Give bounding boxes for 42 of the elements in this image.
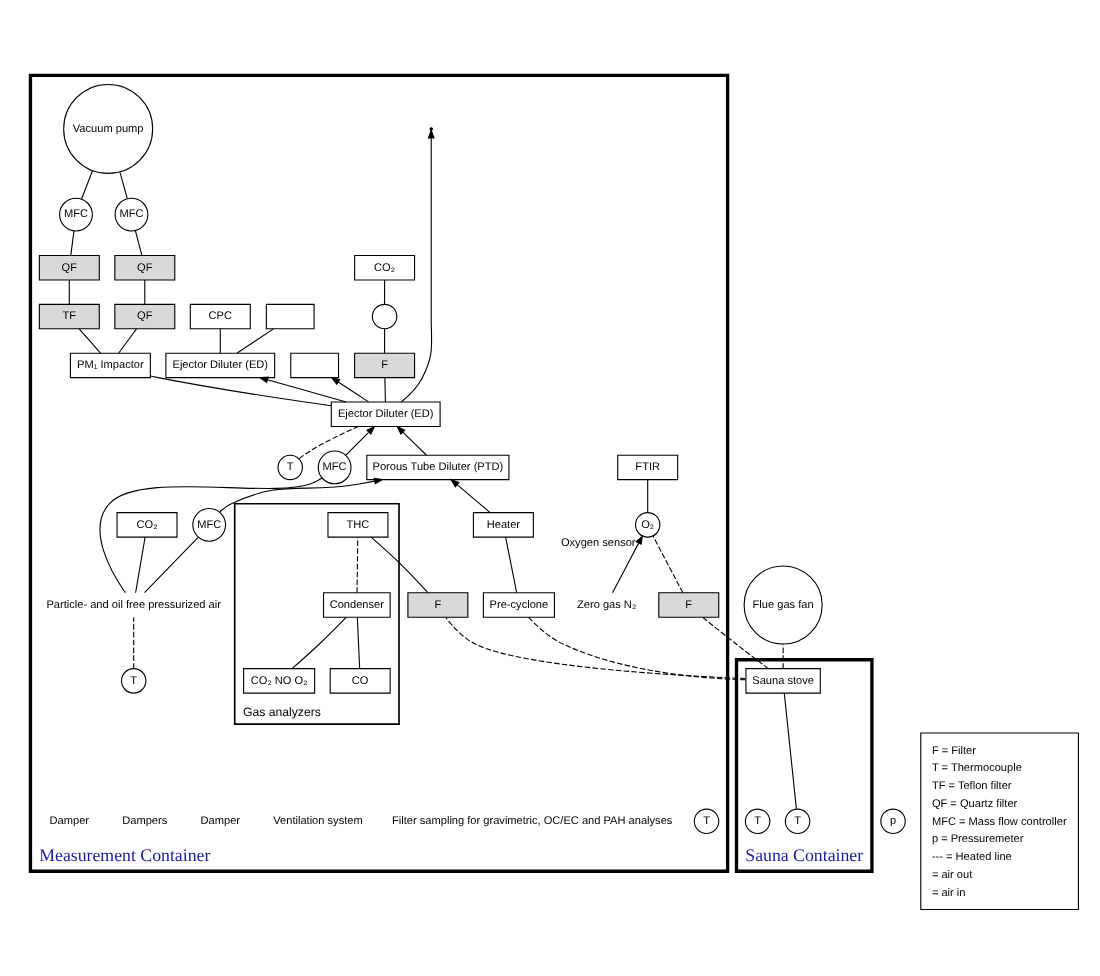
connector (219, 328, 221, 354)
node-circle (371, 303, 398, 330)
connector (119, 171, 128, 200)
connector (143, 537, 199, 594)
connector (702, 617, 769, 670)
arrow (219, 477, 385, 513)
arrow (400, 128, 435, 403)
connector (70, 230, 75, 256)
connector (384, 377, 386, 403)
connector (291, 616, 347, 669)
connector (528, 616, 747, 681)
connector (298, 425, 359, 460)
connector (144, 279, 146, 305)
connector (370, 536, 429, 594)
arrow (396, 425, 427, 456)
connector (68, 279, 70, 305)
connector (384, 328, 386, 354)
connector (445, 617, 746, 680)
connector (81, 170, 93, 200)
connector (384, 279, 386, 305)
connector (134, 230, 143, 256)
arrow (449, 478, 491, 514)
connector (647, 479, 649, 514)
connector (99, 477, 323, 594)
node-box (290, 352, 340, 379)
connector (356, 616, 361, 670)
connector (783, 692, 797, 810)
connector (652, 535, 684, 594)
connector (236, 328, 274, 354)
arrow (258, 376, 347, 403)
connector (505, 536, 518, 594)
connector (135, 536, 146, 594)
connector (133, 616, 135, 670)
connector (782, 643, 784, 670)
connector (149, 375, 332, 407)
arrow (330, 376, 370, 403)
connector (118, 328, 138, 354)
connector (356, 536, 359, 594)
node-box (265, 303, 315, 330)
arrow (611, 534, 644, 594)
arrow (345, 425, 376, 456)
connector (78, 328, 101, 354)
